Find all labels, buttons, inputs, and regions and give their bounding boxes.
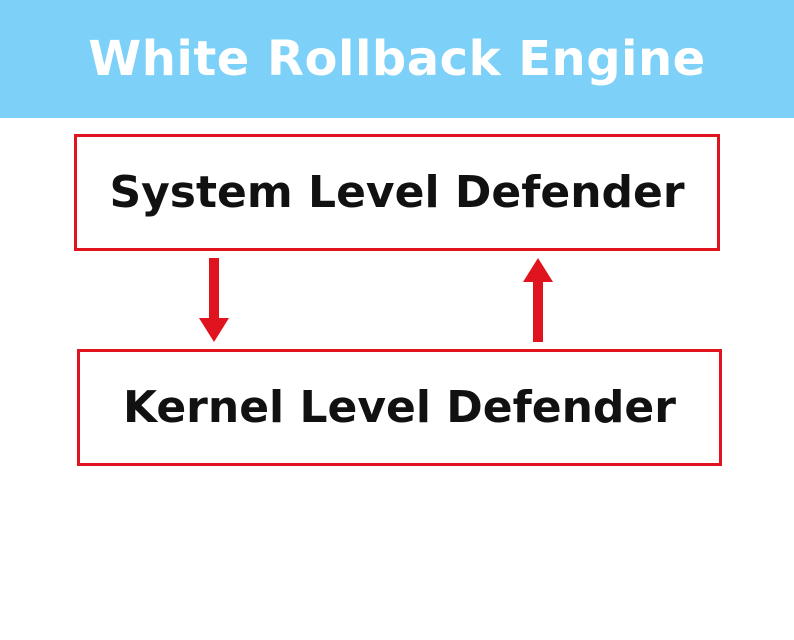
system-level-defender-box: System Level Defender — [74, 134, 720, 251]
kernel-level-defender-label: Kernel Level Defender — [123, 381, 676, 433]
title-banner: White Rollback Engine — [0, 0, 794, 118]
arrow-up-icon — [523, 258, 553, 342]
banner-title: White Rollback Engine — [88, 31, 706, 87]
system-level-defender-label: System Level Defender — [109, 166, 685, 218]
kernel-level-defender-box: Kernel Level Defender — [77, 349, 722, 466]
arrow-down-icon — [199, 258, 229, 342]
